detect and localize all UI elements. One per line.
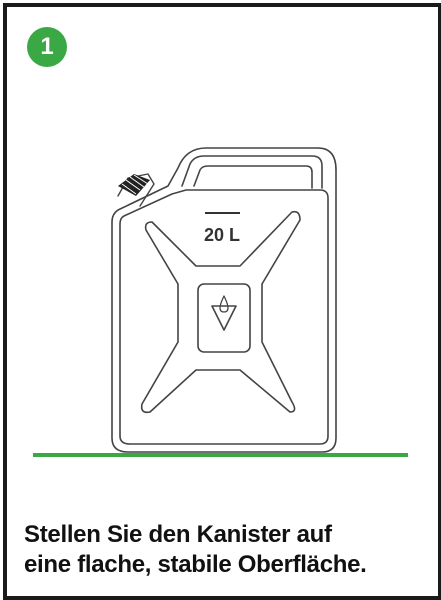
instruction-text: Stellen Sie den Kanister auf eine flache… xyxy=(24,520,424,580)
volume-label: 20 L xyxy=(204,225,240,245)
jerrycan-icon xyxy=(112,148,336,452)
instruction-line-1: Stellen Sie den Kanister auf xyxy=(24,520,424,550)
jerrycan-illustration: 20 L xyxy=(0,0,441,470)
cap-icon xyxy=(118,174,150,196)
instruction-line-2: eine flache, stabile Oberfläche. xyxy=(24,550,424,580)
